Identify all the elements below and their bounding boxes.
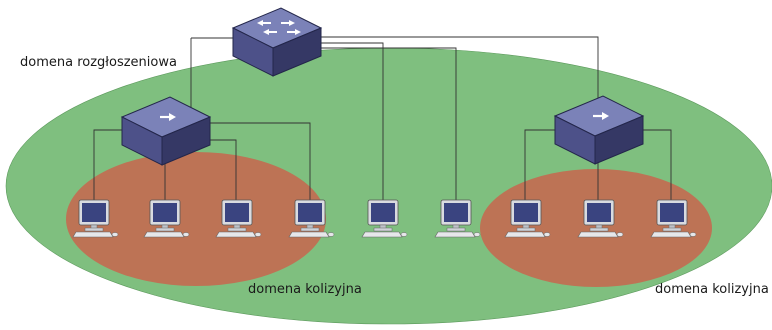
network-links	[93, 36, 672, 200]
core-switch-icon	[232, 7, 322, 77]
collision-domain-label-left: domena kolizyjna	[248, 282, 362, 297]
hub-icon-right	[554, 95, 644, 165]
collision-domain-area-left	[66, 152, 326, 286]
broadcast-domain-label: domena rozgłoszeniowa	[20, 55, 177, 70]
hub-icon-left	[121, 96, 211, 166]
collision-domain-label-right: domena kolizyjna	[655, 282, 769, 297]
